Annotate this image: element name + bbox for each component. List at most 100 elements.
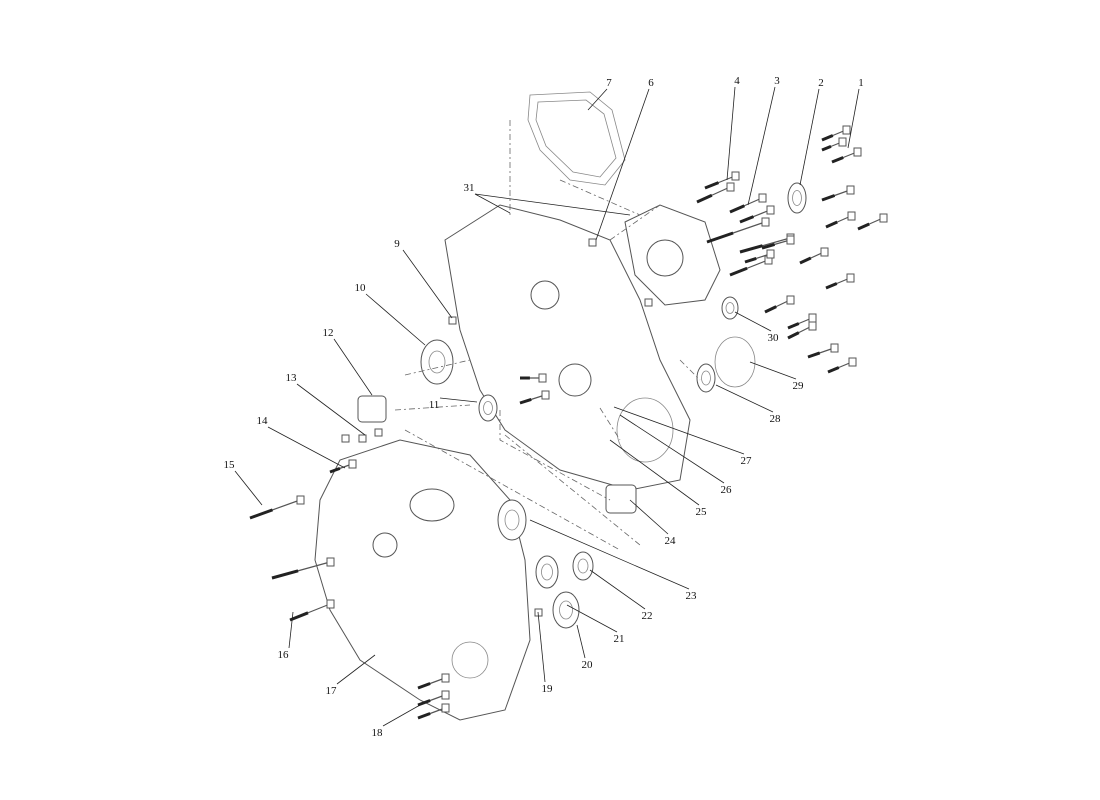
bolt-thread bbox=[807, 351, 821, 359]
bolt-thread bbox=[821, 134, 834, 142]
bolt-thread bbox=[825, 282, 838, 290]
bolt-thread bbox=[761, 242, 776, 250]
bolt-thread bbox=[821, 145, 832, 152]
callout-16: 16 bbox=[278, 649, 290, 661]
leader-line-1 bbox=[847, 88, 860, 149]
leader-line-25 bbox=[609, 439, 700, 506]
callout-23: 23 bbox=[686, 590, 698, 602]
bolt-head bbox=[879, 213, 888, 223]
bolt-head bbox=[731, 171, 740, 181]
leader-line-17 bbox=[336, 654, 376, 685]
leader-line-27 bbox=[613, 406, 745, 455]
bolt-thread bbox=[289, 611, 309, 622]
callout-3: 3 bbox=[774, 75, 780, 87]
bearing-28 bbox=[696, 363, 716, 393]
dowel-pin bbox=[341, 434, 350, 443]
leader-line-22 bbox=[589, 569, 646, 610]
callout-10: 10 bbox=[355, 282, 367, 294]
crank-bearing-bore bbox=[558, 363, 592, 397]
callout-1: 1 bbox=[858, 77, 864, 89]
callout-11: 11 bbox=[429, 399, 440, 411]
assembly-line bbox=[404, 359, 471, 376]
bolt-thread bbox=[704, 181, 720, 190]
leader-line-15 bbox=[234, 470, 263, 506]
callout-31: 31 bbox=[464, 182, 475, 194]
bolt-thread bbox=[744, 256, 757, 264]
bolt-thread bbox=[729, 204, 746, 214]
leader-line-29 bbox=[749, 361, 797, 380]
bolt-thread bbox=[706, 231, 734, 244]
callout-27: 27 bbox=[741, 455, 753, 467]
o-ring bbox=[714, 336, 756, 388]
seal-20-inner bbox=[559, 600, 573, 620]
leader-line-21 bbox=[566, 604, 618, 633]
bolt-thread bbox=[764, 305, 777, 314]
needle-bearing-24 bbox=[605, 484, 637, 514]
bolt-head bbox=[847, 211, 856, 221]
leader-line-13 bbox=[296, 383, 366, 436]
bolt-thread bbox=[417, 682, 431, 690]
assembly-line bbox=[599, 407, 621, 441]
bolt-thread bbox=[329, 466, 341, 474]
clutch-bore bbox=[616, 397, 674, 463]
leader-line-11 bbox=[439, 397, 478, 403]
bolt-thread bbox=[696, 193, 713, 204]
callout-20: 20 bbox=[582, 659, 594, 671]
bolt-head bbox=[786, 235, 795, 245]
seal-30 bbox=[721, 296, 739, 320]
leader-line-28 bbox=[715, 384, 774, 413]
bolt-thread bbox=[827, 366, 840, 374]
bolt-thread bbox=[831, 156, 844, 164]
callout-17: 17 bbox=[326, 685, 338, 697]
leader-line-31 bbox=[474, 193, 511, 214]
bearing-23 bbox=[497, 499, 527, 541]
leader-line-6 bbox=[595, 88, 650, 241]
leader-line-26 bbox=[619, 414, 725, 484]
gasket bbox=[527, 91, 626, 186]
bearing-11-inner bbox=[483, 401, 493, 415]
left-lower-bore bbox=[451, 641, 489, 679]
bearing-22b-inner bbox=[577, 558, 589, 574]
leader-line-3 bbox=[747, 86, 776, 206]
bearing-28-inner bbox=[701, 370, 711, 386]
assembly-line bbox=[404, 429, 621, 551]
bolt-head bbox=[808, 321, 817, 331]
assembly-line bbox=[559, 179, 641, 216]
bolt-head bbox=[808, 313, 817, 323]
cylinder-bore bbox=[409, 488, 455, 522]
bolt-head bbox=[761, 217, 770, 227]
bolt-head bbox=[786, 295, 795, 305]
bearing-22b bbox=[572, 551, 594, 581]
bearing-22-inner bbox=[541, 563, 553, 581]
leader-line-16 bbox=[288, 611, 294, 649]
bolt-thread bbox=[417, 712, 431, 720]
gasket-inner bbox=[535, 99, 617, 178]
callout-21: 21 bbox=[614, 633, 625, 645]
bolt-head bbox=[853, 147, 862, 157]
seal-30-inner bbox=[725, 302, 735, 314]
callout-30: 30 bbox=[768, 332, 780, 344]
bolt-head bbox=[326, 599, 335, 609]
bolt-head bbox=[541, 390, 550, 400]
callout-14: 14 bbox=[257, 415, 269, 427]
bolt-thread bbox=[825, 220, 838, 229]
callout-26: 26 bbox=[721, 484, 733, 496]
dowel-pin bbox=[358, 434, 367, 443]
bolt-thread bbox=[739, 244, 763, 254]
bolt-thread bbox=[249, 508, 274, 520]
leader-line-4 bbox=[726, 86, 736, 181]
bolt-thread bbox=[799, 256, 812, 265]
seal-2-inner bbox=[792, 190, 802, 206]
bolt-head bbox=[441, 673, 450, 683]
bolt-thread bbox=[787, 322, 800, 330]
leader-line-7 bbox=[587, 88, 608, 111]
dowel-pin bbox=[374, 428, 383, 437]
bolt-head bbox=[538, 373, 547, 383]
bolt-thread bbox=[821, 194, 836, 202]
bolt-head bbox=[766, 205, 775, 215]
callout-24: 24 bbox=[665, 535, 677, 547]
leader-line-30 bbox=[734, 311, 772, 332]
callout-9: 9 bbox=[394, 238, 400, 250]
bolt-head bbox=[758, 193, 767, 203]
